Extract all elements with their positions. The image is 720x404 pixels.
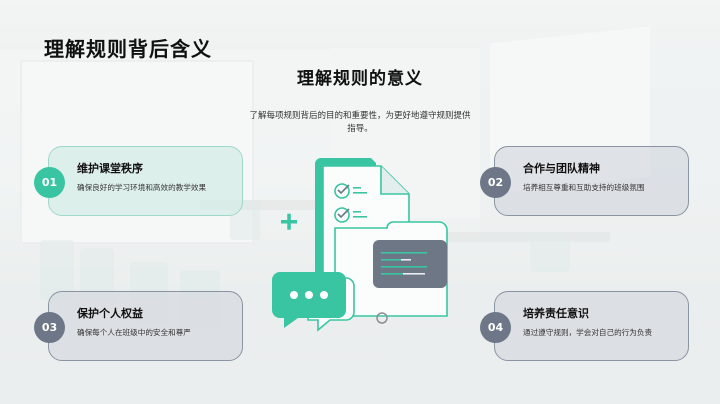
card-title: 培养责任意识 — [523, 307, 589, 320]
page-title: 理解规则背后含义 — [44, 37, 212, 61]
card-title: 维护课堂秩序 — [77, 162, 143, 175]
number-badge: 03 — [34, 312, 65, 343]
card-maintain-order: 01 维护课堂秩序 确保良好的学习环境和高效的教学效果 — [34, 146, 243, 216]
rules-illustration — [272, 158, 448, 332]
card-teamwork: 02 合作与团队精神 培养相互尊重和互助支持的班级氛围 — [480, 146, 689, 216]
chat-bubble-icon — [272, 272, 355, 332]
intro-text: 了解每项规则背后的目的和重要性，为更好地遵守规则提供指导。 — [249, 111, 471, 134]
card-description: 培养相互尊重和互助支持的班级氛围 — [523, 183, 645, 192]
number-badge: 01 — [34, 167, 65, 198]
card-title: 保护个人权益 — [77, 307, 143, 320]
card-description: 确保每个人在班级中的安全和尊严 — [77, 328, 191, 337]
circle-icon — [376, 312, 388, 324]
number-badge: 02 — [480, 167, 511, 198]
card-title: 合作与团队精神 — [523, 162, 600, 175]
card-responsibility: 04 培养责任意识 通过遵守规则，学会对自己的行为负责 — [480, 291, 689, 361]
card-description: 确保良好的学习环境和高效的教学效果 — [77, 183, 207, 192]
number-badge: 04 — [480, 312, 511, 343]
folder-icon — [334, 221, 448, 317]
plus-icon — [281, 213, 297, 230]
card-protect-rights: 03 保护个人权益 确保每个人在班级中的安全和尊严 — [34, 291, 243, 361]
section-title: 理解规则的意义 — [297, 69, 423, 89]
card-description: 通过遵守规则，学会对自己的行为负责 — [523, 328, 653, 337]
